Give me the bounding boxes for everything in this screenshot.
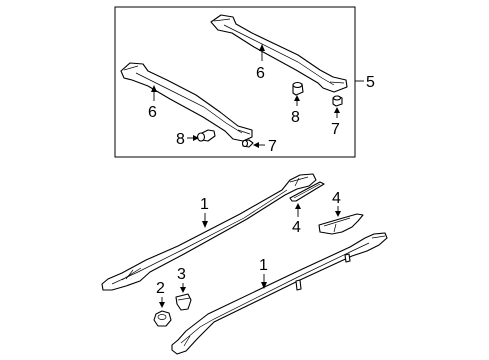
callout-2-label: 2 (156, 280, 165, 297)
callout-8-left-label: 8 (176, 131, 185, 148)
nut-7-left (241, 139, 254, 148)
callout-2-arrowhead (159, 302, 165, 308)
callout-7-left-arrowhead (253, 142, 259, 148)
nut-7-right (332, 95, 343, 107)
callout-1-left-arrowhead (202, 221, 208, 228)
callout-4-upper-label: 4 (292, 219, 301, 236)
callout-7-left-label: 7 (268, 138, 277, 155)
callout-7-right-arrowhead (334, 107, 340, 113)
callout-7-right-label: 7 (331, 121, 340, 138)
callout-8-right-label: 8 (291, 109, 300, 126)
clip-3 (175, 293, 192, 311)
callout-6-front-label: 6 (148, 104, 157, 121)
nut-2 (153, 310, 172, 327)
bolt-8-left (196, 129, 216, 142)
callout-5-label: 5 (366, 74, 375, 91)
callout-4-lower-arrowhead (335, 211, 341, 217)
callout-3-label: 3 (177, 266, 186, 283)
callout-1-right-label: 1 (259, 257, 268, 274)
callout-4-lower-label: 4 (332, 190, 341, 207)
callout-1-left-label: 1 (200, 196, 209, 213)
cross-bar-front (120, 62, 253, 142)
callout-6-rear-label: 6 (256, 65, 265, 82)
callout-6-rear-arrowhead (259, 44, 265, 51)
cross-bar-rear (210, 14, 348, 93)
crossbar-assembly-box (114, 6, 356, 158)
side-rail-left (101, 173, 317, 291)
callout-8-right-arrowhead (294, 95, 300, 101)
callout-8-left-arrowhead (193, 135, 199, 141)
callout-1-right-arrowhead (261, 282, 267, 289)
callout-6-front-arrowhead (151, 85, 157, 92)
callout-3-arrowhead (180, 287, 186, 293)
callout-4-upper-arrowhead (295, 203, 301, 209)
end-cover-lower (318, 213, 364, 235)
end-cover-upper (289, 181, 325, 202)
bolt-8-right (292, 81, 304, 96)
side-rail-right (171, 232, 388, 355)
